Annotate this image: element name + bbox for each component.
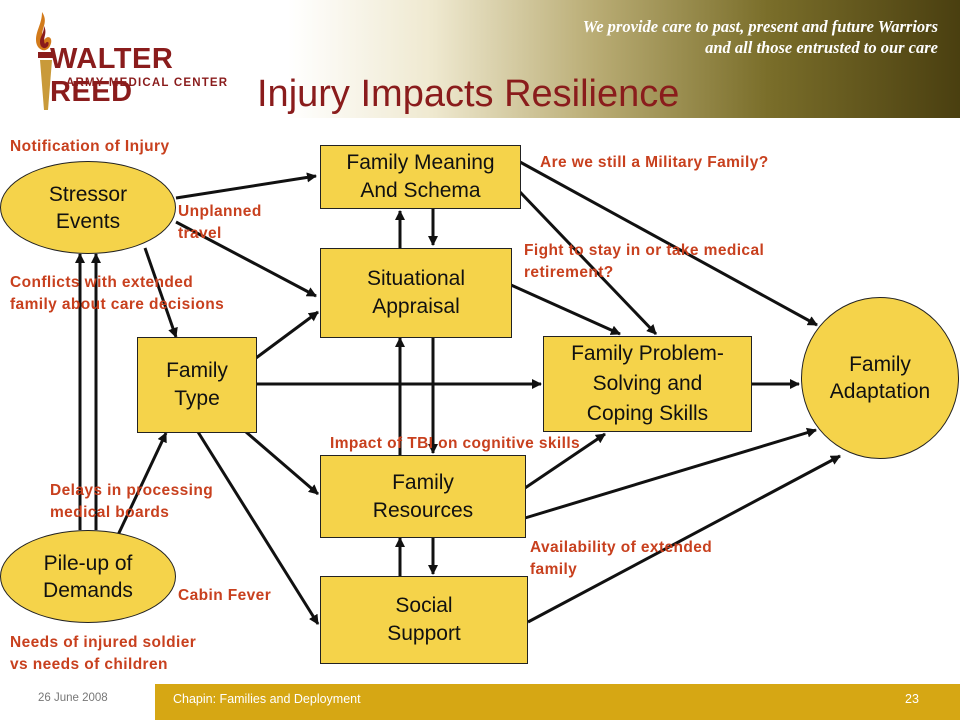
node-adaptation-line-1: Family bbox=[849, 353, 911, 376]
annotation-extended-line-1: Availability of extended bbox=[530, 539, 713, 556]
annotation-fight-to-stay: Fight to stay in or take medical retireme… bbox=[524, 240, 764, 284]
annotation-conflicts: Conflicts with extended family about care… bbox=[10, 272, 224, 316]
tagline: We provide care to past, present and fut… bbox=[583, 16, 938, 58]
arrow-stressor-to-type bbox=[143, 247, 178, 338]
annotation-still-military: Are we still a Military Family? bbox=[540, 152, 769, 174]
annotation-extended-family: Availability of extended family bbox=[530, 537, 712, 581]
torch-icon bbox=[36, 12, 54, 110]
annotation-delays-line-2: medical boards bbox=[50, 504, 170, 521]
node-family-type-line-1: Family bbox=[166, 359, 228, 382]
annotation-notification-line-1: Notification of Injury bbox=[10, 138, 170, 155]
annotation-impact-tbi: Impact of TBI on cognitive skills bbox=[330, 433, 580, 455]
annotation-needs: Needs of injured soldier vs needs of chil… bbox=[10, 632, 196, 676]
arrow-stressor-to-appraisal bbox=[175, 220, 317, 298]
node-family-type-line-2: Type bbox=[174, 387, 220, 410]
arrow-pileup-to-type bbox=[116, 432, 168, 536]
node-stressor-events-line-1: Stressor bbox=[48, 182, 128, 206]
annotation-needs-line-2: vs needs of children bbox=[10, 656, 168, 673]
logo-subtitle: ARMY MEDICAL CENTER bbox=[66, 77, 229, 89]
walter-reed-logo: WALTER REED ARMY MEDICAL CENTER bbox=[20, 6, 260, 116]
annotation-still-military-line-1: Are we still a Military Family? bbox=[540, 154, 769, 171]
arrow-stressor-to-meaning bbox=[175, 172, 317, 200]
node-adaptation-line-2: Adaptation bbox=[829, 380, 931, 403]
annotation-fight-line-2: retirement? bbox=[524, 264, 614, 281]
annotation-delays: Delays in processing medical boards bbox=[50, 480, 213, 524]
annotation-unplanned-line-2: travel bbox=[178, 225, 222, 242]
tagline-line-1: We provide care to past, present and fut… bbox=[582, 17, 938, 36]
annotation-delays-line-1: Delays in processing bbox=[50, 482, 214, 499]
node-stressor-events-line-2: Events bbox=[55, 209, 121, 233]
annotation-extended-line-2: family bbox=[530, 561, 578, 578]
arrow-meaning-to-adaptation bbox=[519, 160, 818, 327]
arrow-resources-to-adaptation bbox=[524, 427, 817, 520]
node-pileup-of-demands: Pile-up of Demands bbox=[0, 530, 176, 623]
node-problem-line-1: Family Problem- bbox=[571, 342, 724, 365]
node-social-support-line-2: Support bbox=[387, 622, 461, 645]
annotation-notification: Notification of Injury bbox=[10, 136, 170, 158]
arrow-type-to-support bbox=[196, 431, 320, 625]
arrow-type-to-resources bbox=[245, 430, 319, 496]
node-appraisal-line-2: Appraisal bbox=[372, 295, 460, 318]
node-social-support-line-1: Social bbox=[395, 594, 453, 617]
node-family-resources-line-2: Resources bbox=[372, 498, 474, 522]
arrow-type-to-appraisal bbox=[255, 310, 319, 360]
arrow-support-to-adaptation bbox=[527, 454, 841, 624]
page-number: 23 bbox=[905, 692, 919, 706]
node-appraisal-line-1: Situational bbox=[366, 267, 466, 290]
annotation-cabin-fever-line-1: Cabin Fever bbox=[178, 587, 272, 604]
node-family-meaning-line-1: Family Meaning bbox=[346, 151, 495, 174]
header-band bbox=[0, 0, 960, 118]
node-family-meaning-line-2: And Schema bbox=[360, 179, 481, 202]
arrow-meaning-to-problem bbox=[518, 190, 658, 336]
annotation-unplanned-travel: Unplanned travel bbox=[178, 201, 262, 245]
annotation-fight-line-1: Fight to stay in or take medical bbox=[524, 242, 765, 259]
footer-title: Chapin: Families and Deployment bbox=[173, 692, 361, 706]
annotation-tbi-line-1: Impact of TBI on cognitive skills bbox=[330, 435, 581, 452]
annotation-conflicts-line-1: Conflicts with extended bbox=[10, 274, 194, 291]
tagline-line-2: and all those entrusted to our care bbox=[705, 38, 938, 57]
annotation-unplanned-line-1: Unplanned bbox=[178, 203, 262, 220]
node-family-resources-line-1: Family bbox=[392, 470, 454, 494]
node-problem-line-3: Coping Skills bbox=[586, 402, 709, 425]
annotation-conflicts-line-2: family about care decisions bbox=[10, 296, 225, 313]
annotation-needs-line-1: Needs of injured soldier bbox=[10, 634, 197, 651]
footer-band bbox=[155, 684, 960, 720]
arrow-appraisal-to-problem bbox=[510, 283, 621, 336]
arrow-resources-to-problem bbox=[524, 432, 606, 490]
logo-title: WALTER REED bbox=[50, 43, 174, 108]
node-pileup-line-2: Demands bbox=[43, 578, 133, 602]
node-problem-line-2: Solving and bbox=[592, 372, 703, 395]
slide-title: Injury Impacts Resilience bbox=[257, 73, 680, 115]
node-pileup-line-1: Pile-up of bbox=[43, 551, 133, 575]
annotation-cabin-fever: Cabin Fever bbox=[178, 585, 271, 607]
footer-date: 26 June 2008 bbox=[38, 692, 108, 704]
